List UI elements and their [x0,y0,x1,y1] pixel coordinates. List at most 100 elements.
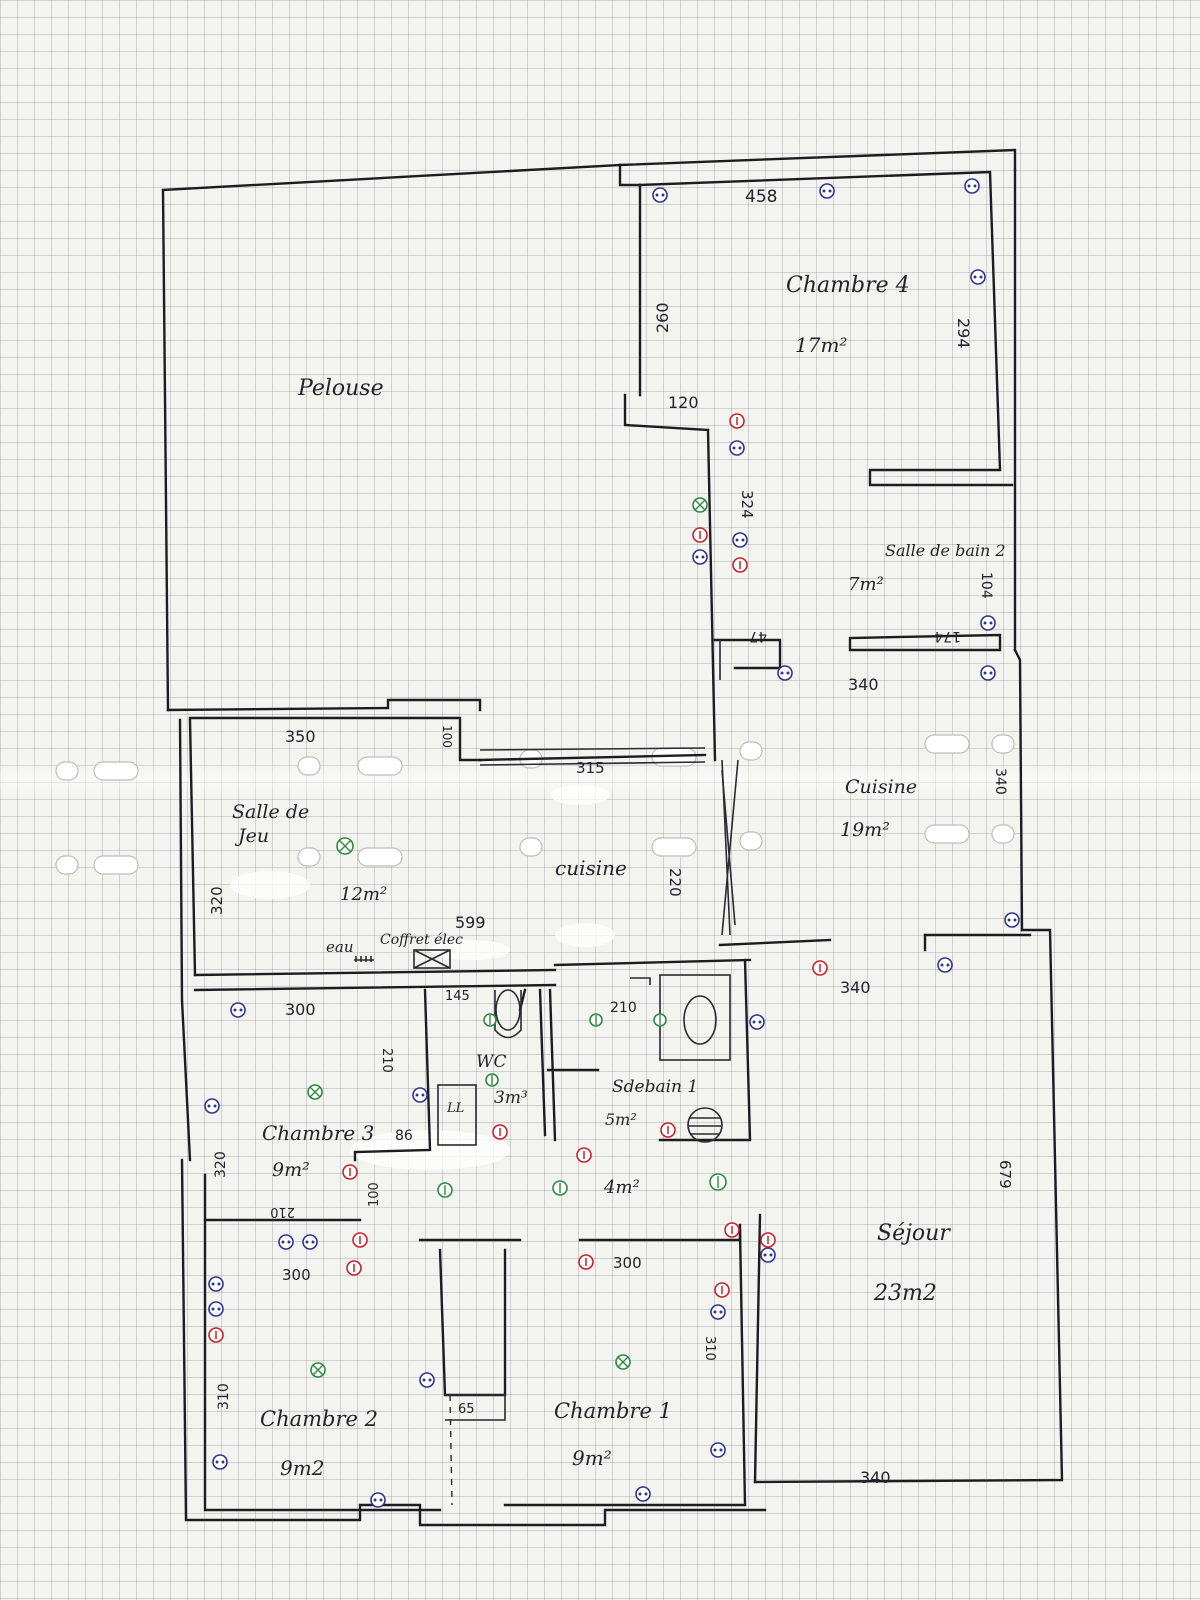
dim-corridor: 324 [738,490,756,519]
binder-holes [55,734,1015,875]
dim-cuisine-315: 315 [576,759,605,777]
room-label-salle-jeu-1: Salle de [232,801,309,823]
socket-icon [635,1486,651,1502]
socket-icon [710,1304,726,1320]
light-icon [589,1013,603,1027]
room-label-cuisine-mid: cuisine [555,856,627,880]
light-icon [307,1084,323,1100]
dim-c4-bottom: 340 [848,675,879,694]
dim-wc-145: 145 [445,989,470,1004]
light-icon [692,497,708,513]
switch-icon [812,960,828,976]
dim-c3-top: 300 [285,1000,316,1019]
switch-icon [208,1327,224,1343]
dim-ll-86: 86 [395,1128,413,1144]
socket-icon [204,1098,220,1114]
walls [161,148,1064,1527]
dim-c1-right: 310 [702,1336,717,1361]
room-area-salle-jeu: 12m² [340,884,387,905]
dim-c4-top: 458 [745,187,777,207]
room-area-chambre2: 9m2 [280,1456,324,1480]
switch-icon [352,1232,368,1248]
dimension-labels: 458 260 294 120 324 104 174 47 340 350 1… [208,187,1014,1487]
room-label-sejour: Séjour [877,1221,951,1246]
room-label-salle-jeu-2: Jeu [234,825,269,847]
light-icon [310,1362,326,1378]
socket-icon [419,1372,435,1388]
dim-c4-left: 260 [653,302,672,333]
light-icon [709,1173,727,1191]
dim-sdb-340: 340 [840,978,871,997]
light-icon [552,1180,568,1196]
room-area-chambre3: 9m² [272,1159,310,1181]
room-label-cuisine-right: Cuisine [845,776,917,798]
room-area-chambre1: 9m² [572,1446,612,1470]
dim-c1-top: 300 [613,1254,642,1272]
dim-c3-left: 320 [213,1151,229,1178]
socket-icon [729,440,745,456]
dim-sdb2-inner: 174 [934,628,961,644]
socket-icon [760,1247,776,1263]
correction-marks [230,785,615,1170]
dim-sdb2-right: 104 [978,572,994,599]
dim-599: 599 [455,913,486,932]
dim-c2-210: 210 [270,1204,295,1219]
socket-icon [819,183,835,199]
socket-icon [412,1087,428,1103]
socket-icon [652,187,668,203]
room-label-chambre3: Chambre 3 [262,1121,374,1145]
socket-icon [980,665,996,681]
light-icon [653,1013,667,1027]
light-icon [336,837,354,855]
socket-icon [302,1234,318,1250]
laundry-box [437,1084,477,1146]
socket-icon [278,1234,294,1250]
socket-icon [937,957,953,973]
socket-icon [208,1301,224,1317]
light-icon [483,1013,497,1027]
dim-sdb1-210: 210 [610,1000,637,1016]
room-area-hall: 4m² [603,1177,640,1198]
room-area-chambre4: 17m² [795,333,847,357]
switch-icon [692,527,708,543]
switch-icon [760,1232,776,1248]
room-label-chambre1: Chambre 1 [554,1399,672,1423]
fixtures [354,640,739,1506]
switch-icon [724,1222,740,1238]
label-coffret: Coffret élec [380,932,463,948]
room-area-wc: 3m³ [494,1088,528,1108]
dim-c3-inner: 210 [379,1048,394,1073]
room-area-cuisine-right: 19m² [840,819,890,841]
ceiling-lights [307,497,727,1378]
switch-icon [732,557,748,573]
switch-icon [714,1282,730,1298]
switch-icon [729,413,745,429]
socket-icon [980,615,996,631]
dim-sj-small: 100 [440,725,454,748]
room-area-sejour: 23m2 [873,1281,937,1306]
switch-icon [346,1260,362,1276]
dim-hall-top: 120 [668,393,699,412]
dim-sejour-bottom: 340 [860,1468,891,1487]
socket-icon [208,1276,224,1292]
switch-icon [492,1124,508,1140]
light-icon [615,1354,631,1370]
light-icon [485,1073,499,1087]
dim-cuisine-right-h: 340 [992,768,1008,795]
light-icon [437,1182,453,1198]
switch-icon [578,1254,594,1270]
socket-icon [1004,912,1020,928]
light-switches [208,413,828,1343]
dim-c2-left: 310 [216,1383,232,1410]
room-area-sdb1: 5m² [605,1110,637,1129]
room-label-wc: WC [476,1052,506,1072]
room-label-ll: LL [446,1101,464,1116]
socket-icon [692,549,708,565]
water-heater [687,1107,723,1143]
dim-c2-top: 300 [282,1266,311,1284]
dim-sj-left: 320 [208,886,226,915]
socket-icon [732,532,748,548]
switch-icon [576,1147,592,1163]
dim-65: 65 [458,1402,475,1417]
